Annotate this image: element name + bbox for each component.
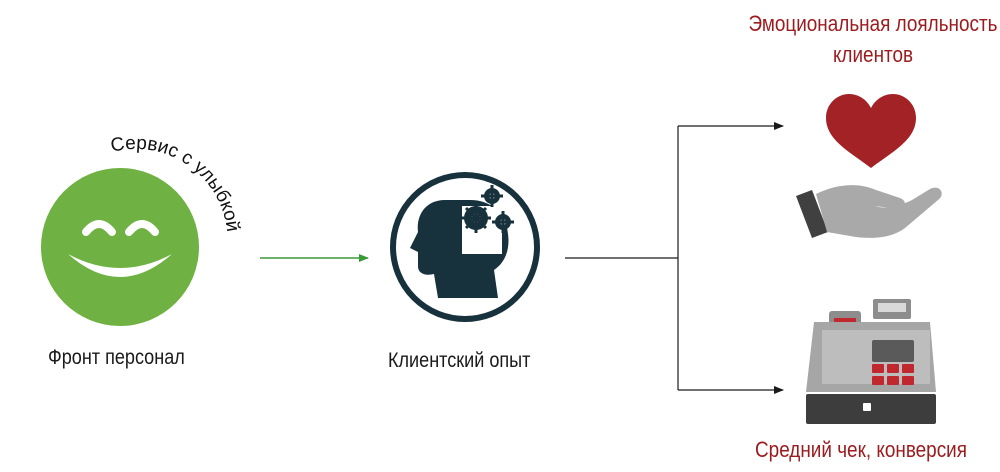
head-gears-icon bbox=[390, 172, 540, 322]
emotional-loyalty-label-line2: клиентов bbox=[832, 42, 914, 67]
smiley-face-icon bbox=[41, 168, 199, 326]
emotional-loyalty-label-line1: Эмоциональная лояльность bbox=[748, 11, 998, 36]
client-experience-label: Клиентский опыт bbox=[388, 349, 531, 372]
branch-connector bbox=[565, 122, 784, 394]
front-staff-label: Фронт персонал bbox=[48, 346, 185, 369]
avg-check-label: Средний чек, конверсия bbox=[755, 437, 967, 462]
cash-register-icon bbox=[806, 299, 936, 424]
heart-hand-icon bbox=[796, 94, 942, 238]
